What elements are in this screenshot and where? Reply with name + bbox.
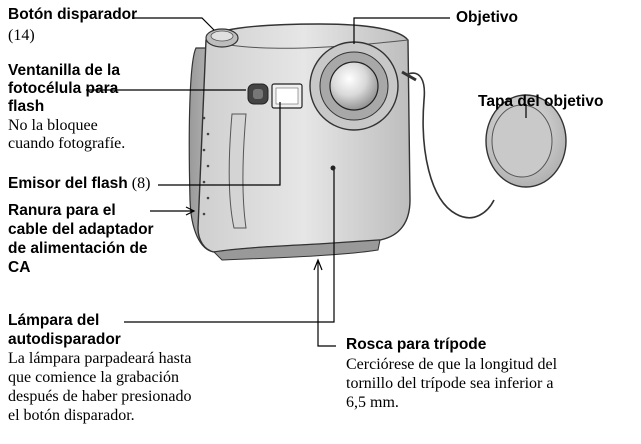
strap	[407, 72, 495, 219]
lens-glass	[329, 61, 379, 111]
tripod-note-line-3: 6,5 mm.	[346, 394, 399, 411]
photocell-note-line-2: cuando fotografíe.	[8, 135, 126, 152]
lens-label: Objetivo	[456, 9, 519, 26]
ac-slot-title-line-2: cable del adaptador	[8, 221, 154, 238]
flash-emitter-title: Emisor del flash	[8, 175, 128, 192]
self-timer-note-line-1: La lámpara parpadeará hasta	[8, 350, 192, 367]
tripod-note-line-1: Cerciórese de que la longitud del	[346, 356, 558, 373]
self-timer-note-line-3: después de haber presionado	[8, 388, 192, 405]
self-timer-title-line-2: autodisparador	[8, 331, 121, 348]
ac-slot-title-line-3: de alimentación de	[8, 240, 148, 257]
photocell-title-line-1: Ventanilla de la	[8, 62, 120, 79]
photocell-title-line-2: fotocélula para	[8, 80, 119, 97]
ac-slot-title-line-1: Ranura para el	[8, 202, 116, 219]
tripod-title: Rosca para trípode	[346, 336, 487, 353]
camera-base	[212, 239, 381, 261]
photocell-title-line-3: flash	[8, 98, 45, 115]
side-grip-dots	[202, 116, 210, 216]
photocell-note-line-1: No la bloquee	[8, 117, 98, 134]
self-timer-note-line-2: que comience la grabación	[8, 369, 180, 386]
shutter-button-label: Botón disparador	[8, 6, 137, 24]
flash-emitter-page-ref: (8)	[131, 175, 151, 192]
self-timer-lamp-shape	[330, 165, 336, 171]
shutter-button-title: Botón disparador	[8, 6, 138, 23]
ac-slot-title-line-4: CA	[8, 259, 31, 276]
lens-cap-label: Tapa del objetivo	[478, 93, 604, 110]
tripod-note-line-2: tornillo del trípode sea inferior a	[346, 375, 554, 392]
shutter-button-page-ref: (14)	[8, 27, 35, 44]
self-timer-title-line-1: Lámpara del	[8, 312, 100, 329]
self-timer-note-line-4: el botón disparador.	[8, 407, 135, 424]
flash-emitter-label: Emisor del flash (8)	[8, 175, 150, 193]
